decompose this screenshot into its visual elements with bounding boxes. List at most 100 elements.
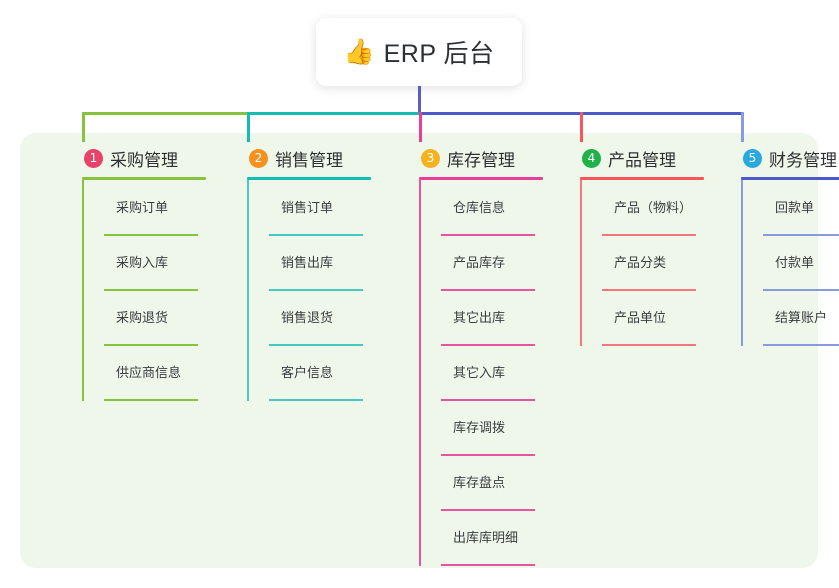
leaf-node[interactable]: 采购退货	[104, 291, 230, 346]
leaf-node-rule	[441, 564, 535, 566]
leaf-node-label: 采购入库	[116, 255, 169, 270]
leaf-node-rule	[269, 399, 363, 401]
leaf-node-label: 采购退货	[116, 310, 169, 325]
column-header-1[interactable]: 1 采购管理	[72, 145, 230, 171]
leaf-node-rule	[104, 234, 198, 236]
column-header-5[interactable]: 5 财务管理	[731, 145, 839, 171]
leaf-node[interactable]: 销售退货	[269, 291, 395, 346]
connector-drop-4	[580, 112, 583, 142]
leaf-node-label: 销售退货	[281, 310, 334, 325]
column-销售管理: 2 销售管理销售订单销售出库销售退货客户信息	[237, 145, 395, 401]
leaf-node[interactable]: 产品单位	[602, 291, 728, 346]
leaf-node[interactable]: 采购入库	[104, 236, 230, 291]
leaf-node[interactable]: 其它入库	[441, 346, 567, 401]
leaf-node[interactable]: 销售订单	[269, 181, 395, 236]
leaf-node[interactable]: 产品（物料）	[602, 181, 728, 236]
leaf-node-label: 其它入库	[453, 365, 506, 380]
leaf-node[interactable]: 产品分类	[602, 236, 728, 291]
leaf-node[interactable]: 其它出库	[441, 291, 567, 346]
root-stem-line	[418, 86, 421, 113]
leaf-node-rule	[269, 344, 363, 346]
leaf-node-rule	[441, 344, 535, 346]
leaf-node-rule	[104, 399, 198, 401]
column-title: 销售管理	[275, 150, 343, 170]
column-产品管理: 4 产品管理产品（物料） 产品分类产品单位	[570, 145, 728, 346]
leaf-node-label: 付款单	[775, 255, 815, 270]
column-title: 财务管理	[769, 150, 837, 170]
leaf-node-label: 出库库明细	[453, 530, 519, 545]
column-spine-line	[247, 180, 249, 401]
column-badge-1: 1	[84, 148, 103, 168]
leaf-node[interactable]: 客户信息	[269, 346, 395, 401]
column-title: 采购管理	[110, 150, 178, 170]
column-items: 采购订单采购入库采购退货供应商信息	[82, 180, 230, 401]
leaf-node-label: 其它出库	[453, 310, 506, 325]
leaf-node-rule	[602, 289, 696, 291]
column-spine-line	[580, 180, 582, 346]
leaf-node-rule	[104, 289, 198, 291]
column-items: 仓库信息产品库存其它出库其它入库库存调拨库存盘点出库库明细	[419, 180, 567, 566]
column-badge-5: 5	[743, 148, 762, 168]
connector-drop-3	[419, 112, 422, 142]
column-items: 销售订单销售出库销售退货客户信息	[247, 180, 395, 401]
leaf-node-rule	[602, 234, 696, 236]
leaf-node-rule	[763, 234, 839, 236]
leaf-node[interactable]: 仓库信息	[441, 181, 567, 236]
column-header-rule	[247, 177, 371, 180]
column-header-rule	[741, 177, 839, 180]
leaf-node-label: 库存盘点	[453, 475, 506, 490]
column-badge-4: 4	[582, 148, 601, 168]
leaf-node-rule	[441, 454, 535, 456]
leaf-node-label: 客户信息	[281, 365, 334, 380]
leaf-node[interactable]: 销售出库	[269, 236, 395, 291]
column-采购管理: 1 采购管理采购订单采购入库采购退货供应商信息	[72, 145, 230, 401]
column-header-2[interactable]: 2 销售管理	[237, 145, 395, 171]
leaf-node[interactable]: 产品库存	[441, 236, 567, 291]
column-header-rule	[419, 177, 543, 180]
leaf-node[interactable]: 库存调拨	[441, 401, 567, 456]
column-header-rule	[580, 177, 704, 180]
connector-drop-1	[82, 112, 85, 142]
leaf-node[interactable]: 结算账户	[763, 291, 839, 346]
leaf-node-rule	[763, 289, 839, 291]
column-spine-line	[419, 180, 421, 566]
leaf-node[interactable]: 供应商信息	[104, 346, 230, 401]
column-spine-line	[82, 180, 84, 401]
leaf-node-label: 销售订单	[281, 200, 334, 215]
leaf-node-label: 采购订单	[116, 200, 169, 215]
connector-bus-segment-1	[82, 112, 250, 115]
column-items: 产品（物料） 产品分类产品单位	[580, 180, 728, 346]
leaf-node[interactable]: 出库库明细	[441, 511, 567, 566]
connector-bus-segment-2	[247, 112, 422, 115]
column-badge-2: 2	[249, 148, 268, 168]
leaf-node-rule	[763, 344, 839, 346]
leaf-node-rule	[602, 344, 696, 346]
column-badge-3: 3	[421, 148, 440, 168]
connector-drop-5	[741, 112, 744, 142]
root-node[interactable]: 👍 ERP 后台	[316, 18, 522, 86]
leaf-node[interactable]: 回款单	[763, 181, 839, 236]
column-header-4[interactable]: 4 产品管理	[570, 145, 728, 171]
column-title: 产品管理	[608, 150, 676, 170]
leaf-node[interactable]: 付款单	[763, 236, 839, 291]
column-spine-line	[741, 180, 743, 346]
leaf-node-label: 回款单	[775, 200, 815, 215]
leaf-node-rule	[269, 289, 363, 291]
root-node-title: ERP 后台	[383, 40, 495, 68]
leaf-node-label: 库存调拨	[453, 420, 506, 435]
leaf-node-rule	[269, 234, 363, 236]
leaf-node-label: 结算账户	[775, 310, 828, 325]
leaf-node[interactable]: 采购订单	[104, 181, 230, 236]
leaf-node-label: 产品分类	[614, 255, 667, 270]
column-items: 回款单付款单结算账户	[741, 180, 839, 346]
leaf-node-label: 产品单位	[614, 310, 667, 325]
connector-drop-2	[247, 112, 250, 142]
leaf-node-label: 仓库信息	[453, 200, 506, 215]
leaf-node[interactable]: 库存盘点	[441, 456, 567, 511]
column-header-rule	[82, 177, 206, 180]
leaf-node-label: 产品库存	[453, 255, 506, 270]
leaf-node-label: 销售出库	[281, 255, 334, 270]
